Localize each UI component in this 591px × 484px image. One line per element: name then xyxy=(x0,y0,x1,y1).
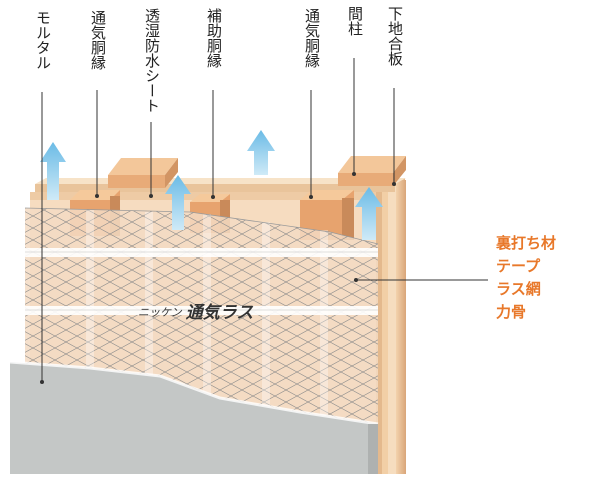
label-moisture-sheet: 透湿防水シート xyxy=(143,8,161,113)
brand-logo: ニッケン 通気ラス xyxy=(138,298,253,323)
brand-small: ニッケン xyxy=(138,306,182,319)
mortar-layer xyxy=(9,360,379,474)
callout-tape: テープ xyxy=(496,257,541,275)
callout-reinforcing-bar: 力骨 xyxy=(496,303,527,321)
label-stud: 間柱 xyxy=(346,6,364,36)
airflow-arrow-2 xyxy=(165,175,191,230)
airflow-arrow-4 xyxy=(355,187,383,240)
label-sheathing: 下地合板 xyxy=(386,6,404,66)
leader-lines xyxy=(41,58,488,382)
label-mortar: モルタル xyxy=(34,10,52,70)
airflow-arrows xyxy=(40,130,383,240)
label-aux-furring: 補助胴縁 xyxy=(205,8,223,68)
label-vent-furring-left: 通気胴縁 xyxy=(89,10,107,70)
callout-backing: 裏打ち材 xyxy=(496,234,557,252)
airflow-arrow-3 xyxy=(247,130,275,175)
airflow-arrow-1 xyxy=(40,142,66,200)
brand-large: 通気ラス xyxy=(185,303,254,323)
leader-dots xyxy=(40,172,396,384)
label-vent-furring-right: 通気胴縁 xyxy=(303,8,321,68)
callout-lath-net: ラス網 xyxy=(496,280,541,298)
